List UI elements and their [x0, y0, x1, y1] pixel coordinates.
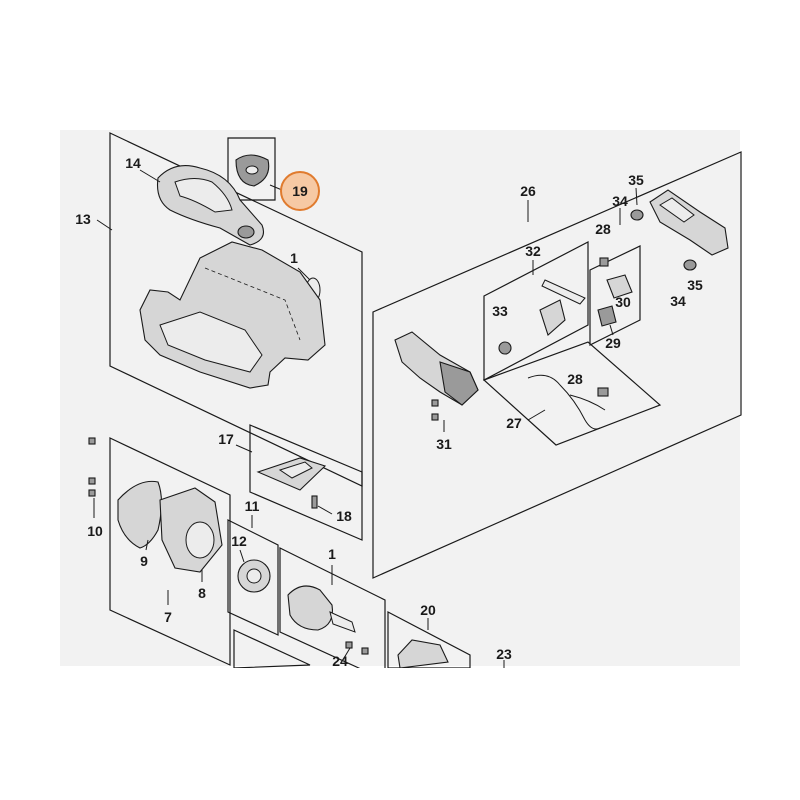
group-lower-frame — [233, 629, 311, 669]
screw-24b-part — [361, 647, 369, 655]
handle-cover-detail — [174, 178, 233, 213]
fan-wheel-frame — [227, 519, 279, 636]
top-handle-detail — [659, 197, 695, 223]
side-cover-frame — [249, 424, 363, 541]
handle-grip-end — [439, 361, 479, 406]
callout-29: 29 — [605, 335, 621, 351]
callout-17: 17 — [218, 431, 234, 447]
callout-1-motor: 1 — [328, 546, 336, 562]
handle-assembly-frame — [372, 151, 742, 579]
leader-13 — [96, 219, 113, 231]
cover-19-frame — [227, 137, 276, 201]
screw-10b-part — [88, 489, 96, 497]
callout-24: 24 — [332, 653, 348, 669]
callout-7: 7 — [164, 609, 172, 625]
group-housing — [96, 132, 363, 487]
housing-shell-seam — [204, 267, 301, 341]
housing-shell-inner — [159, 311, 263, 373]
callout-20: 20 — [420, 602, 436, 618]
callout-35-top: 35 — [628, 172, 644, 188]
group-handle-assembly — [372, 151, 742, 579]
part-20 — [397, 639, 449, 669]
callout-14: 14 — [125, 155, 141, 171]
motor-part — [287, 585, 333, 631]
handle-cover-knob — [237, 225, 255, 239]
callout-30: 30 — [615, 294, 631, 310]
callout-27: 27 — [506, 415, 522, 431]
cover-plate-hole — [245, 165, 259, 175]
callout-10: 10 — [87, 523, 103, 539]
callout-9: 9 — [140, 553, 148, 569]
callout-28-top: 28 — [595, 221, 611, 237]
side-cover-detail — [278, 461, 313, 479]
fan-housing-frame — [109, 437, 231, 666]
clamp-35b-part — [683, 259, 697, 271]
leader-27 — [527, 409, 546, 421]
callout-12: 12 — [231, 533, 247, 549]
fan-wheel-hub — [246, 568, 262, 584]
leader-9 — [145, 539, 149, 551]
screw-18-part — [311, 495, 318, 509]
leader-35a — [635, 187, 638, 206]
callout-35-right: 35 — [687, 277, 703, 293]
group-motor — [279, 547, 386, 681]
screw-28a-part — [599, 257, 609, 267]
group-fan-wheel — [227, 515, 279, 636]
fan-housing-opening — [185, 521, 215, 559]
callout-18: 18 — [336, 508, 352, 524]
callout-28-harness: 28 — [567, 371, 583, 387]
screw-10a-part — [88, 477, 96, 485]
connector-28b-part — [597, 387, 609, 397]
screw-31b-part — [431, 413, 439, 421]
diagram-background — [60, 130, 740, 666]
callout-13: 13 — [75, 211, 91, 227]
leader-14 — [139, 169, 161, 183]
leader-19 — [269, 184, 283, 191]
clamp-35a-part — [630, 209, 644, 221]
callout-34-top: 34 — [612, 193, 628, 209]
screw-31a-part — [431, 399, 439, 407]
callout-1-housing: 1 — [290, 250, 298, 266]
callout-32: 32 — [525, 243, 541, 259]
highlight-callout-ring — [280, 171, 320, 211]
callout-33: 33 — [492, 303, 508, 319]
spring-33-part — [498, 341, 512, 355]
white-margin-bottom — [0, 668, 800, 800]
group-side-cover — [235, 424, 363, 541]
leader-18 — [317, 505, 333, 515]
group-27-frame — [482, 341, 662, 446]
group-32-frame — [483, 241, 589, 381]
screw-top-part — [88, 437, 96, 445]
callout-8: 8 — [198, 585, 206, 601]
motor-shaft — [329, 611, 356, 633]
leader-17 — [235, 444, 253, 453]
callout-31: 31 — [436, 436, 452, 452]
leader-1a — [297, 267, 311, 281]
callout-19: 19 — [292, 183, 308, 199]
group-29-frame — [589, 245, 641, 346]
fan-cover-9-part — [117, 480, 163, 549]
wiring-harness-part — [527, 374, 606, 430]
switch-29-part — [597, 305, 617, 327]
switch-30-part — [606, 274, 633, 299]
callout-11: 11 — [245, 498, 260, 514]
callout-23: 23 — [496, 646, 512, 662]
leader-24 — [343, 647, 351, 659]
lever-part — [541, 279, 586, 305]
leader-29 — [609, 324, 614, 336]
callout-26: 26 — [520, 183, 536, 199]
screw-24a-part — [345, 641, 353, 649]
trigger-part — [539, 299, 566, 336]
white-margin-top — [0, 0, 800, 130]
group-fan-housing — [88, 437, 231, 666]
leader-12 — [239, 549, 245, 563]
callout-34-right: 34 — [670, 293, 686, 309]
